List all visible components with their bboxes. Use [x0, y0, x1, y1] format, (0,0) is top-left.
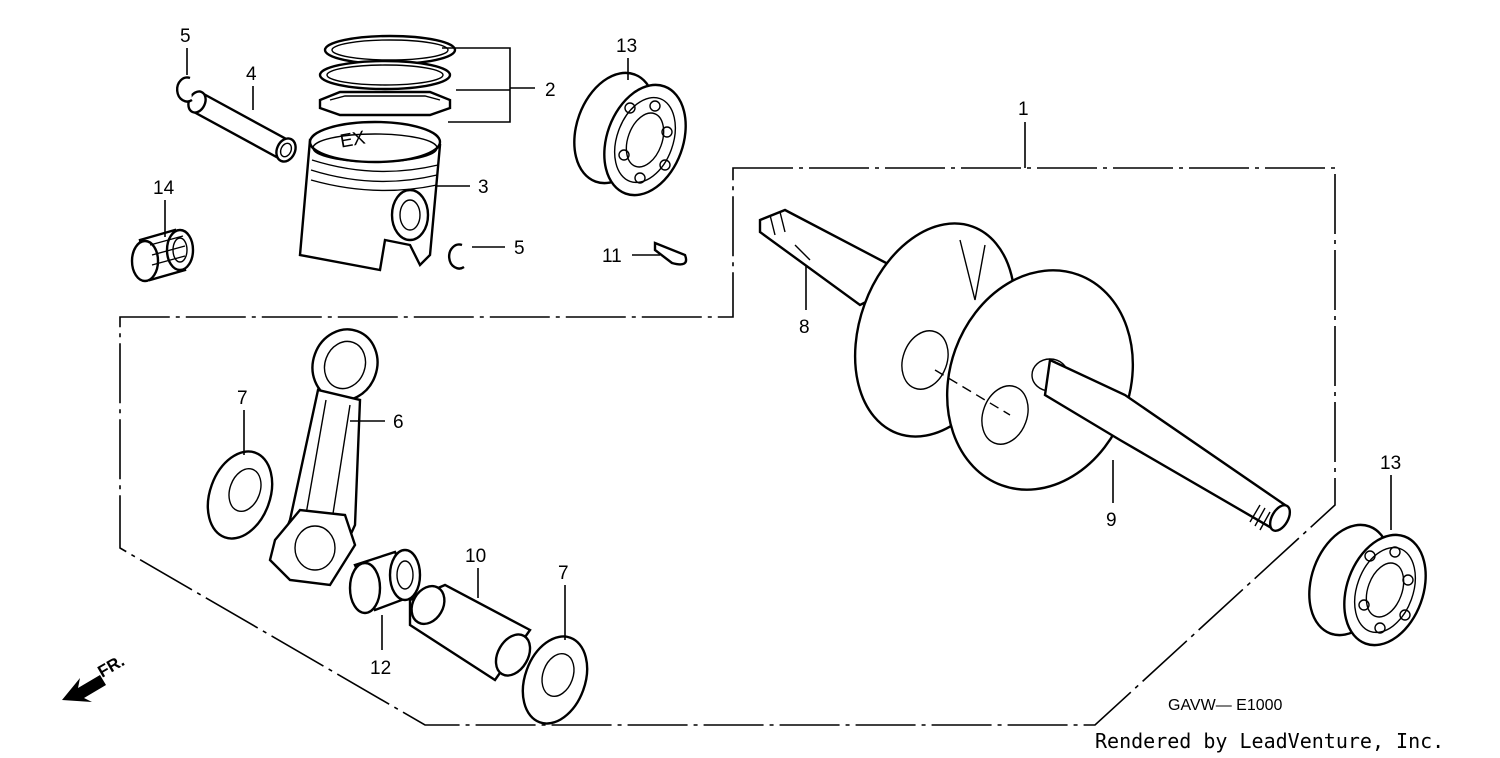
diagram-code: GAVW— E1000: [1168, 697, 1283, 714]
piston-rings: [318, 34, 457, 117]
callout-2: 2: [545, 80, 556, 101]
callout-14: 14: [153, 178, 175, 199]
callout-7-left: 7: [237, 388, 248, 409]
callout-12: 12: [370, 658, 391, 679]
crankshaft: [758, 208, 1292, 532]
callout-7-right: 7: [558, 563, 569, 584]
callout-13-lower: 13: [1380, 453, 1401, 474]
crankshaft-assembly-outline: [119, 167, 1336, 726]
callout-10: 10: [465, 546, 486, 567]
callout-3: 3: [478, 177, 489, 198]
render-credit: Rendered by LeadVenture, Inc.: [1095, 729, 1444, 753]
big-end-needle-bearing: [348, 548, 422, 615]
callout-5-lower: 5: [514, 238, 525, 259]
crank-pin: [408, 583, 532, 682]
main-bearing-lower: [1308, 523, 1427, 647]
front-arrow-icon: [62, 675, 106, 702]
piston: EX: [298, 120, 442, 272]
piston-pin: [187, 90, 297, 163]
connecting-rod: [268, 328, 379, 587]
callout-8: 8: [799, 317, 810, 338]
piston-mark: EX: [338, 127, 367, 152]
small-end-needle-bearing: [130, 228, 195, 283]
callout-6: 6: [393, 412, 404, 433]
callout-labels: 1 2 3 4 5 5 6 7 7 8 9 10 11 12 13 13 14: [153, 26, 1401, 679]
thrust-washer-right: [521, 635, 589, 725]
piston-pin-clip-upper: [175, 76, 193, 103]
piston-pin-clip-lower: [447, 243, 465, 270]
callout-9: 9: [1106, 510, 1117, 531]
callout-11: 11: [602, 246, 622, 267]
front-direction-indicator: FR.: [62, 651, 128, 702]
leader-lines: [164, 47, 1392, 650]
thrust-washer-left: [206, 450, 274, 540]
callout-1: 1: [1018, 99, 1029, 120]
callout-4: 4: [246, 64, 257, 85]
main-bearing-upper: [573, 71, 687, 197]
callout-13-upper: 13: [616, 36, 637, 57]
woodruff-key: [653, 241, 688, 266]
callout-5-upper: 5: [180, 26, 191, 47]
